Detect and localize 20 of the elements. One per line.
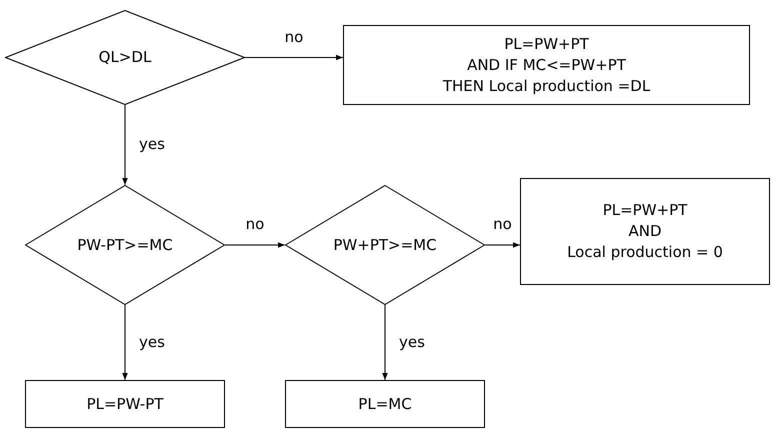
decision-diamond xyxy=(25,185,225,305)
decision-diamond xyxy=(285,185,485,305)
decision-diamond xyxy=(5,10,245,105)
process-text: PL=PW+PT AND Local production = 0 xyxy=(567,200,723,263)
arrow xyxy=(224,242,286,248)
arrow xyxy=(484,242,520,248)
arrow xyxy=(244,54,344,60)
condition-text: PW-PT>=MC xyxy=(77,234,173,256)
process-box xyxy=(25,380,225,428)
process-text: PL=PW+PT AND IF MC<=PW+PT THEN Local production =DL xyxy=(442,34,650,96)
arrow xyxy=(122,304,128,380)
process-text: PL=PW-PT xyxy=(86,394,164,414)
arrow xyxy=(382,304,388,380)
process-box xyxy=(343,25,750,105)
condition-text: QL>DL xyxy=(98,47,152,68)
process-box xyxy=(285,380,485,428)
arrow xyxy=(122,104,128,186)
process-box xyxy=(520,178,770,285)
condition-text: PW+PT>=MC xyxy=(333,234,437,256)
process-text: PL=MC xyxy=(358,394,412,414)
